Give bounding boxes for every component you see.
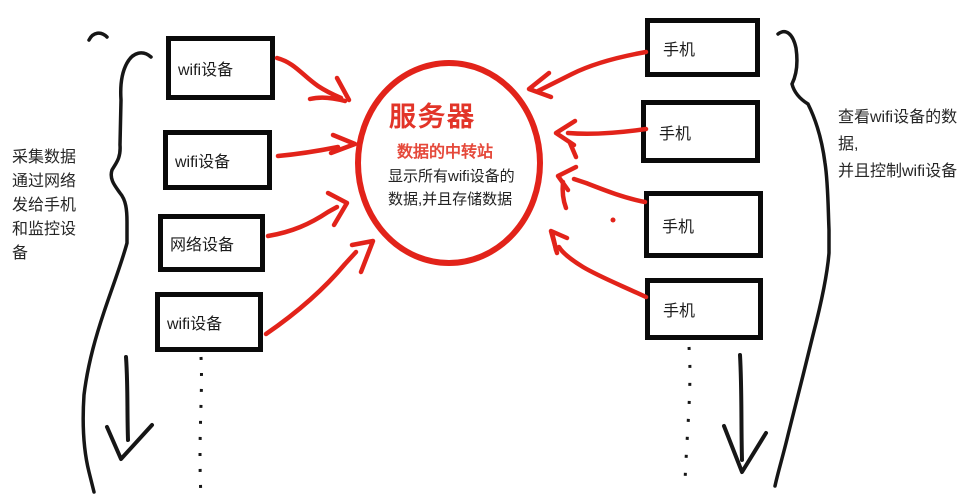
arrow-right-2 [553,118,649,160]
node-phone-4: 手机 [645,278,763,340]
arrow-right-4 [548,228,649,300]
node-wifi-device-3: wifi设备 [155,292,263,352]
squiggle-top-left [87,31,109,42]
node-label: wifi设备 [175,154,231,171]
node-network-device: 网络设备 [158,214,265,272]
left-annotation-line: 采集数据 [12,149,77,166]
node-label: 手机 [659,125,692,143]
arrow-right-1 [526,49,649,100]
server-ellipse [355,60,543,266]
brace-left [81,51,153,494]
left-annotation-line: 发给手机 [12,197,77,214]
node-label: wifi设备 [178,62,234,79]
node-phone-1: 手机 [645,18,760,77]
node-label: 手机 [663,41,696,59]
node-label: 手机 [662,218,695,236]
node-wifi-device-2: wifi设备 [163,130,272,190]
arrow-left-2 [275,132,358,159]
node-label: 手机 [663,303,696,320]
right-annotation: 查看wifi设备的数据, 并且控制wifi设备 [838,104,970,185]
left-annotation-line: 和监控设 [12,221,77,238]
left-annotation: 采集数据 通过网络 发给手机 和监控设 备 [12,146,102,266]
down-arrow-left [105,355,154,461]
right-annotation-line: 并且控制wifi设备 [838,163,958,180]
down-arrow-right [722,353,768,474]
server-desc-line1: 显示所有wifi设备的 [388,168,515,185]
node-phone-2: 手机 [641,100,760,163]
right-annotation-line: 查看wifi设备的数据, [838,109,958,153]
arrow-left-4 [263,238,376,337]
brace-right [773,29,831,488]
server-subtitle: 数据的中转站 [397,144,494,161]
arrow-left-3 [265,190,350,239]
arrow-left-1 [274,55,352,104]
server-title: 服务器 [389,102,476,132]
server-desc-line2: 数据,并且存储数据 [388,191,513,208]
node-wifi-device-1: wifi设备 [166,36,275,100]
node-phone-3: 手机 [644,191,763,258]
red-dot [610,217,616,223]
left-annotation-line: 通过网络 [12,173,77,190]
left-annotation-line: 备 [12,245,29,262]
arrow-right-3 [555,164,648,211]
node-label: 网络设备 [170,237,235,254]
node-label: wifi设备 [167,316,223,333]
dotted-line-left [198,356,203,498]
dotted-line-right [683,346,692,483]
